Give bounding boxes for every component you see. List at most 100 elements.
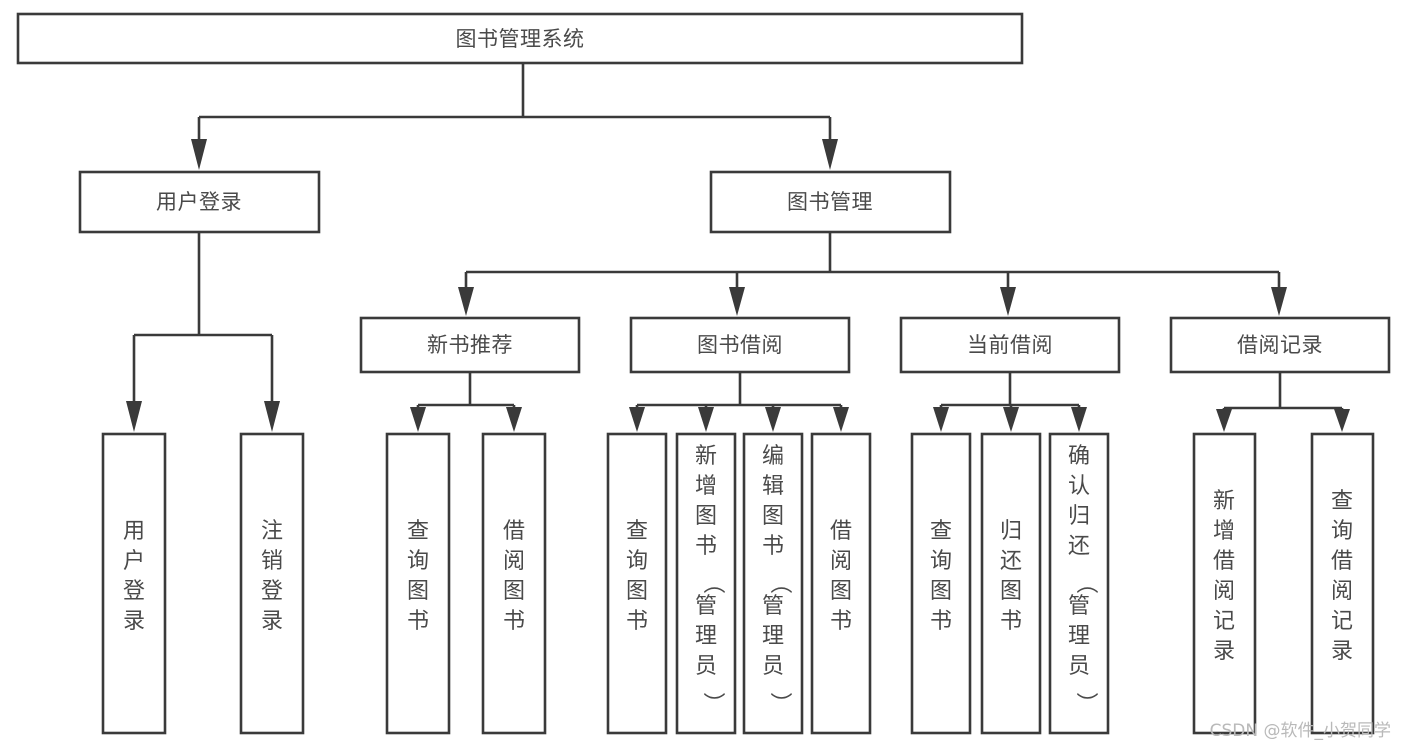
node-leaf-query-book-2-box[interactable] xyxy=(606,432,668,735)
node-leaf-query-book-1-box[interactable] xyxy=(385,432,451,735)
arrow-to-user-login xyxy=(191,139,207,170)
node-new-book-rec-box[interactable] xyxy=(359,316,581,374)
vertical-char: 增 xyxy=(1213,519,1235,544)
node-leaf-add-record-box[interactable] xyxy=(1192,432,1257,735)
vertical-char: 确 xyxy=(1068,444,1090,469)
vertical-char: 辑 xyxy=(762,474,784,499)
node-book-borrow-box[interactable] xyxy=(629,316,851,374)
vertical-char: 员 xyxy=(695,654,717,679)
vertical-char: 注 xyxy=(261,519,283,544)
vertical-char: （ xyxy=(767,572,792,594)
vertical-char: 还 xyxy=(1000,549,1022,574)
vertical-char: 登 xyxy=(261,579,283,604)
node-leaf-user-login-box[interactable] xyxy=(101,432,167,735)
node-leaf-return-book-box[interactable] xyxy=(980,432,1042,735)
vertical-char: 询 xyxy=(1331,519,1353,544)
node-new-book-rec[interactable]: 新书推荐 xyxy=(359,316,581,374)
node-root[interactable]: 图书管理系统 xyxy=(16,12,1024,65)
node-leaf-edit-book-box[interactable] xyxy=(742,432,804,735)
node-new-book-rec-label: 新书推荐 xyxy=(427,333,513,357)
vertical-char: 录 xyxy=(261,609,283,634)
vertical-char: 书 xyxy=(695,534,717,559)
node-leaf-borrow-book-2-box[interactable] xyxy=(810,432,872,735)
vertical-char: 图 xyxy=(626,579,648,604)
node-root-box[interactable] xyxy=(16,12,1024,65)
node-leaf-confirm-return-box[interactable] xyxy=(1048,432,1110,735)
arrow-to-leaf-edit-book xyxy=(765,407,781,432)
node-borrow-record[interactable]: 借阅记录 xyxy=(1169,316,1391,374)
vertical-char: 查 xyxy=(626,519,648,544)
vertical-char: （ xyxy=(1073,572,1098,594)
arrow-to-leaf-query-book-1 xyxy=(410,407,426,432)
vertical-char: 归 xyxy=(1068,504,1090,529)
vertical-char: 新 xyxy=(695,444,717,469)
connector-group-new-book-rec xyxy=(410,372,522,432)
vertical-char: ） xyxy=(767,692,792,714)
node-leaf-add-book-box[interactable] xyxy=(675,432,737,735)
vertical-char: 阅 xyxy=(830,549,852,574)
node-book-manage[interactable]: 图书管理 xyxy=(709,170,952,234)
node-user-login[interactable]: 用户登录 xyxy=(78,170,321,234)
node-current-borrow-box[interactable] xyxy=(899,316,1121,374)
arrow-to-new-book-rec xyxy=(458,287,474,316)
vertical-char: 书 xyxy=(626,609,648,634)
arrow-to-leaf-borrow-book-1 xyxy=(506,407,522,432)
vertical-char: 询 xyxy=(930,549,952,574)
node-leaf-query-record-box[interactable] xyxy=(1310,432,1375,735)
node-current-borrow[interactable]: 当前借阅 xyxy=(899,316,1121,374)
node-book-borrow[interactable]: 图书借阅 xyxy=(629,316,851,374)
node-borrow-record-box[interactable] xyxy=(1169,316,1391,374)
node-user-login-box[interactable] xyxy=(78,170,321,234)
vertical-char: 阅 xyxy=(1331,579,1353,604)
vertical-char: 记 xyxy=(1213,609,1235,634)
arrow-to-borrow-record xyxy=(1271,287,1287,316)
vertical-char: 图 xyxy=(762,504,784,529)
node-book-manage-box[interactable] xyxy=(709,170,952,234)
vertical-char: 编 xyxy=(762,444,784,469)
vertical-char: 记 xyxy=(1331,609,1353,634)
arrow-to-book-borrow xyxy=(729,287,745,316)
vertical-char: 借 xyxy=(1213,549,1235,574)
vertical-char: 查 xyxy=(1331,489,1353,514)
node-leaf-borrow-book-1-box[interactable] xyxy=(481,432,547,735)
vertical-char: 理 xyxy=(762,624,784,649)
vertical-char: 借 xyxy=(1331,549,1353,574)
vertical-char: 询 xyxy=(626,549,648,574)
vertical-char: 询 xyxy=(407,549,429,574)
node-leaf-user-login-label: 用户登录 xyxy=(123,519,145,634)
vertical-char: 查 xyxy=(407,519,429,544)
node-leaf-logout-box[interactable] xyxy=(239,432,305,735)
connector-group-user-login xyxy=(126,232,280,432)
vertical-char: 图 xyxy=(930,579,952,604)
node-leaf-query-book-3-box[interactable] xyxy=(910,432,972,735)
node-book-borrow-label: 图书借阅 xyxy=(697,333,783,357)
node-leaf-user-login[interactable]: 用户登录 xyxy=(101,432,167,735)
vertical-char: 员 xyxy=(762,654,784,679)
arrow-to-current-borrow xyxy=(1000,287,1016,316)
vertical-char: 图 xyxy=(695,504,717,529)
arrow-to-leaf-user-login xyxy=(126,401,142,432)
vertical-char: 书 xyxy=(1000,609,1022,634)
